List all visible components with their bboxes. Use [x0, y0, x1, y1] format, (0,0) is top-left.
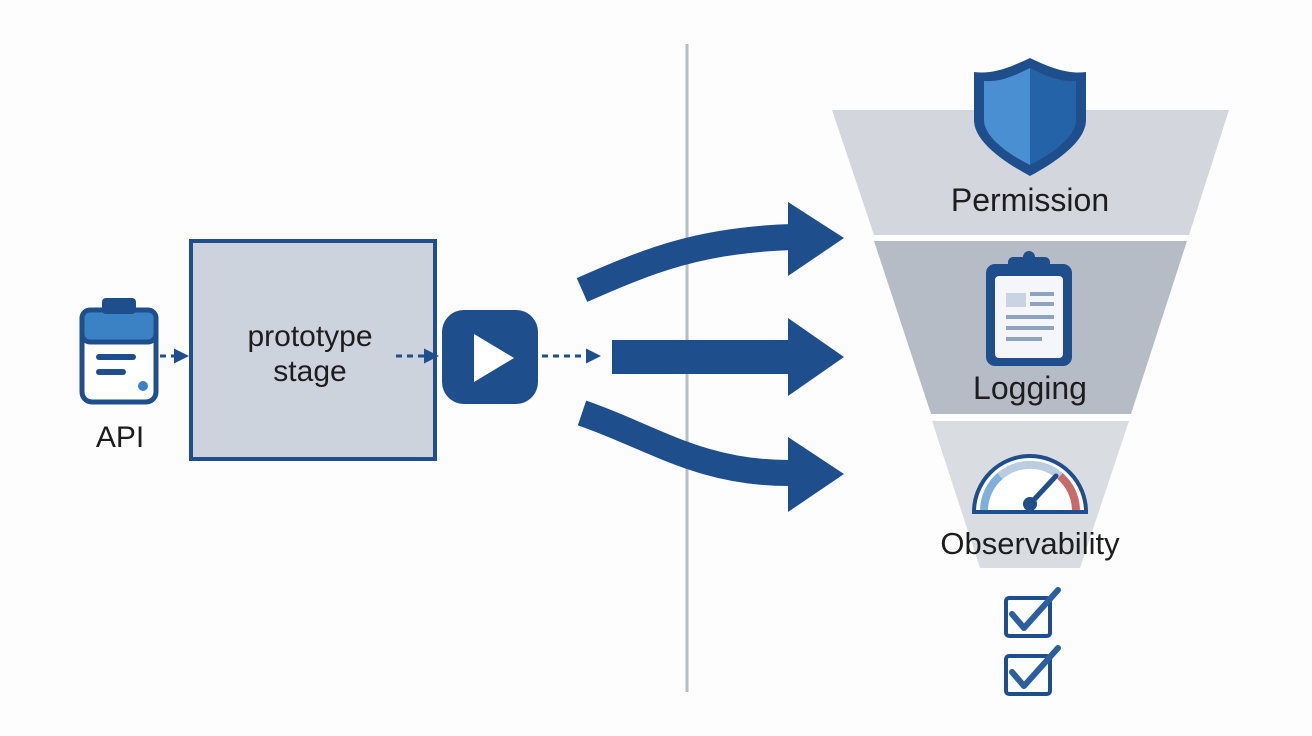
flow-arrow-bottom: [577, 400, 844, 512]
prototype-stage-label: prototype stage: [220, 320, 400, 389]
logging-label: Logging: [973, 370, 1087, 406]
play-button-icon[interactable]: [442, 310, 538, 404]
shield-icon: [974, 58, 1086, 176]
checkbox-checked-icon: [1004, 645, 1061, 696]
permission-label: Permission: [950, 182, 1110, 218]
api-label: API: [95, 421, 145, 454]
gauge-icon: [971, 454, 1089, 514]
api-clipboard-icon: [79, 298, 159, 405]
observability-label: Observability: [940, 526, 1120, 561]
flow-arrow-middle: [612, 318, 844, 396]
flow-arrow-top: [576, 202, 844, 302]
stage-label-line1: prototype: [247, 320, 373, 353]
checkbox-checked-icon: [1004, 587, 1061, 638]
prototype-stage-box: [189, 239, 437, 461]
logging-clipboard-icon: [986, 251, 1072, 366]
stage-label-line2: stage: [273, 354, 347, 388]
